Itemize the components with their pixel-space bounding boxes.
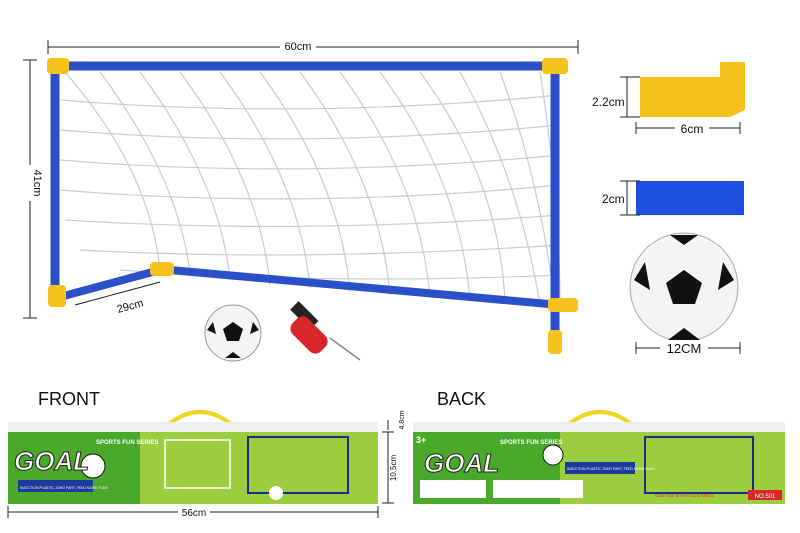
soccer-ball-small: [204, 304, 262, 362]
width-label: 60cm: [285, 41, 312, 53]
ball-diameter-label: 12CM: [667, 341, 702, 356]
soccer-ball-large: [629, 232, 739, 342]
goal-frame: [47, 58, 578, 354]
air-pump: [290, 301, 361, 361]
tube-diameter-label: 2cm: [602, 192, 625, 206]
depth-label: 29cm: [116, 297, 145, 316]
front-label: FRONT: [38, 389, 100, 409]
box-front-tagline: INJECTION PLASTIC JOINT PART, FEED MORE …: [20, 486, 108, 490]
box-height-label: 10.5cm: [389, 455, 398, 482]
box-size-label: Goal Size 60cm×41cm×29cm: [655, 493, 714, 498]
tube-part: [636, 181, 744, 215]
box-front: [8, 410, 378, 504]
box-front-brand: GOAL: [14, 446, 89, 476]
box-back-series: SPORTS FUN SERIES: [500, 440, 562, 446]
tube-dimension-line: [620, 180, 640, 216]
box-age-label: 3+: [416, 435, 426, 445]
box-depth-label: 4.8cm: [399, 410, 406, 429]
box-length-label: 56cm: [182, 508, 206, 519]
box-back-brand: GOAL: [424, 448, 499, 478]
box-back: [413, 410, 785, 504]
depth-dimension: [74, 281, 161, 306]
joint-length-label: 6cm: [681, 122, 704, 136]
goal-net: [59, 71, 561, 306]
back-label: BACK: [437, 389, 486, 409]
box-model-label: NO.501: [755, 494, 776, 500]
box-front-series: SPORTS FUN SERIES: [96, 440, 158, 446]
joint-part: [640, 62, 745, 117]
box-back-tagline: INJECTION PLASTIC JOINT PART, FEED MORE …: [567, 467, 655, 471]
joint-height-label: 2.2cm: [592, 95, 625, 109]
height-label: 41cm: [31, 170, 43, 197]
